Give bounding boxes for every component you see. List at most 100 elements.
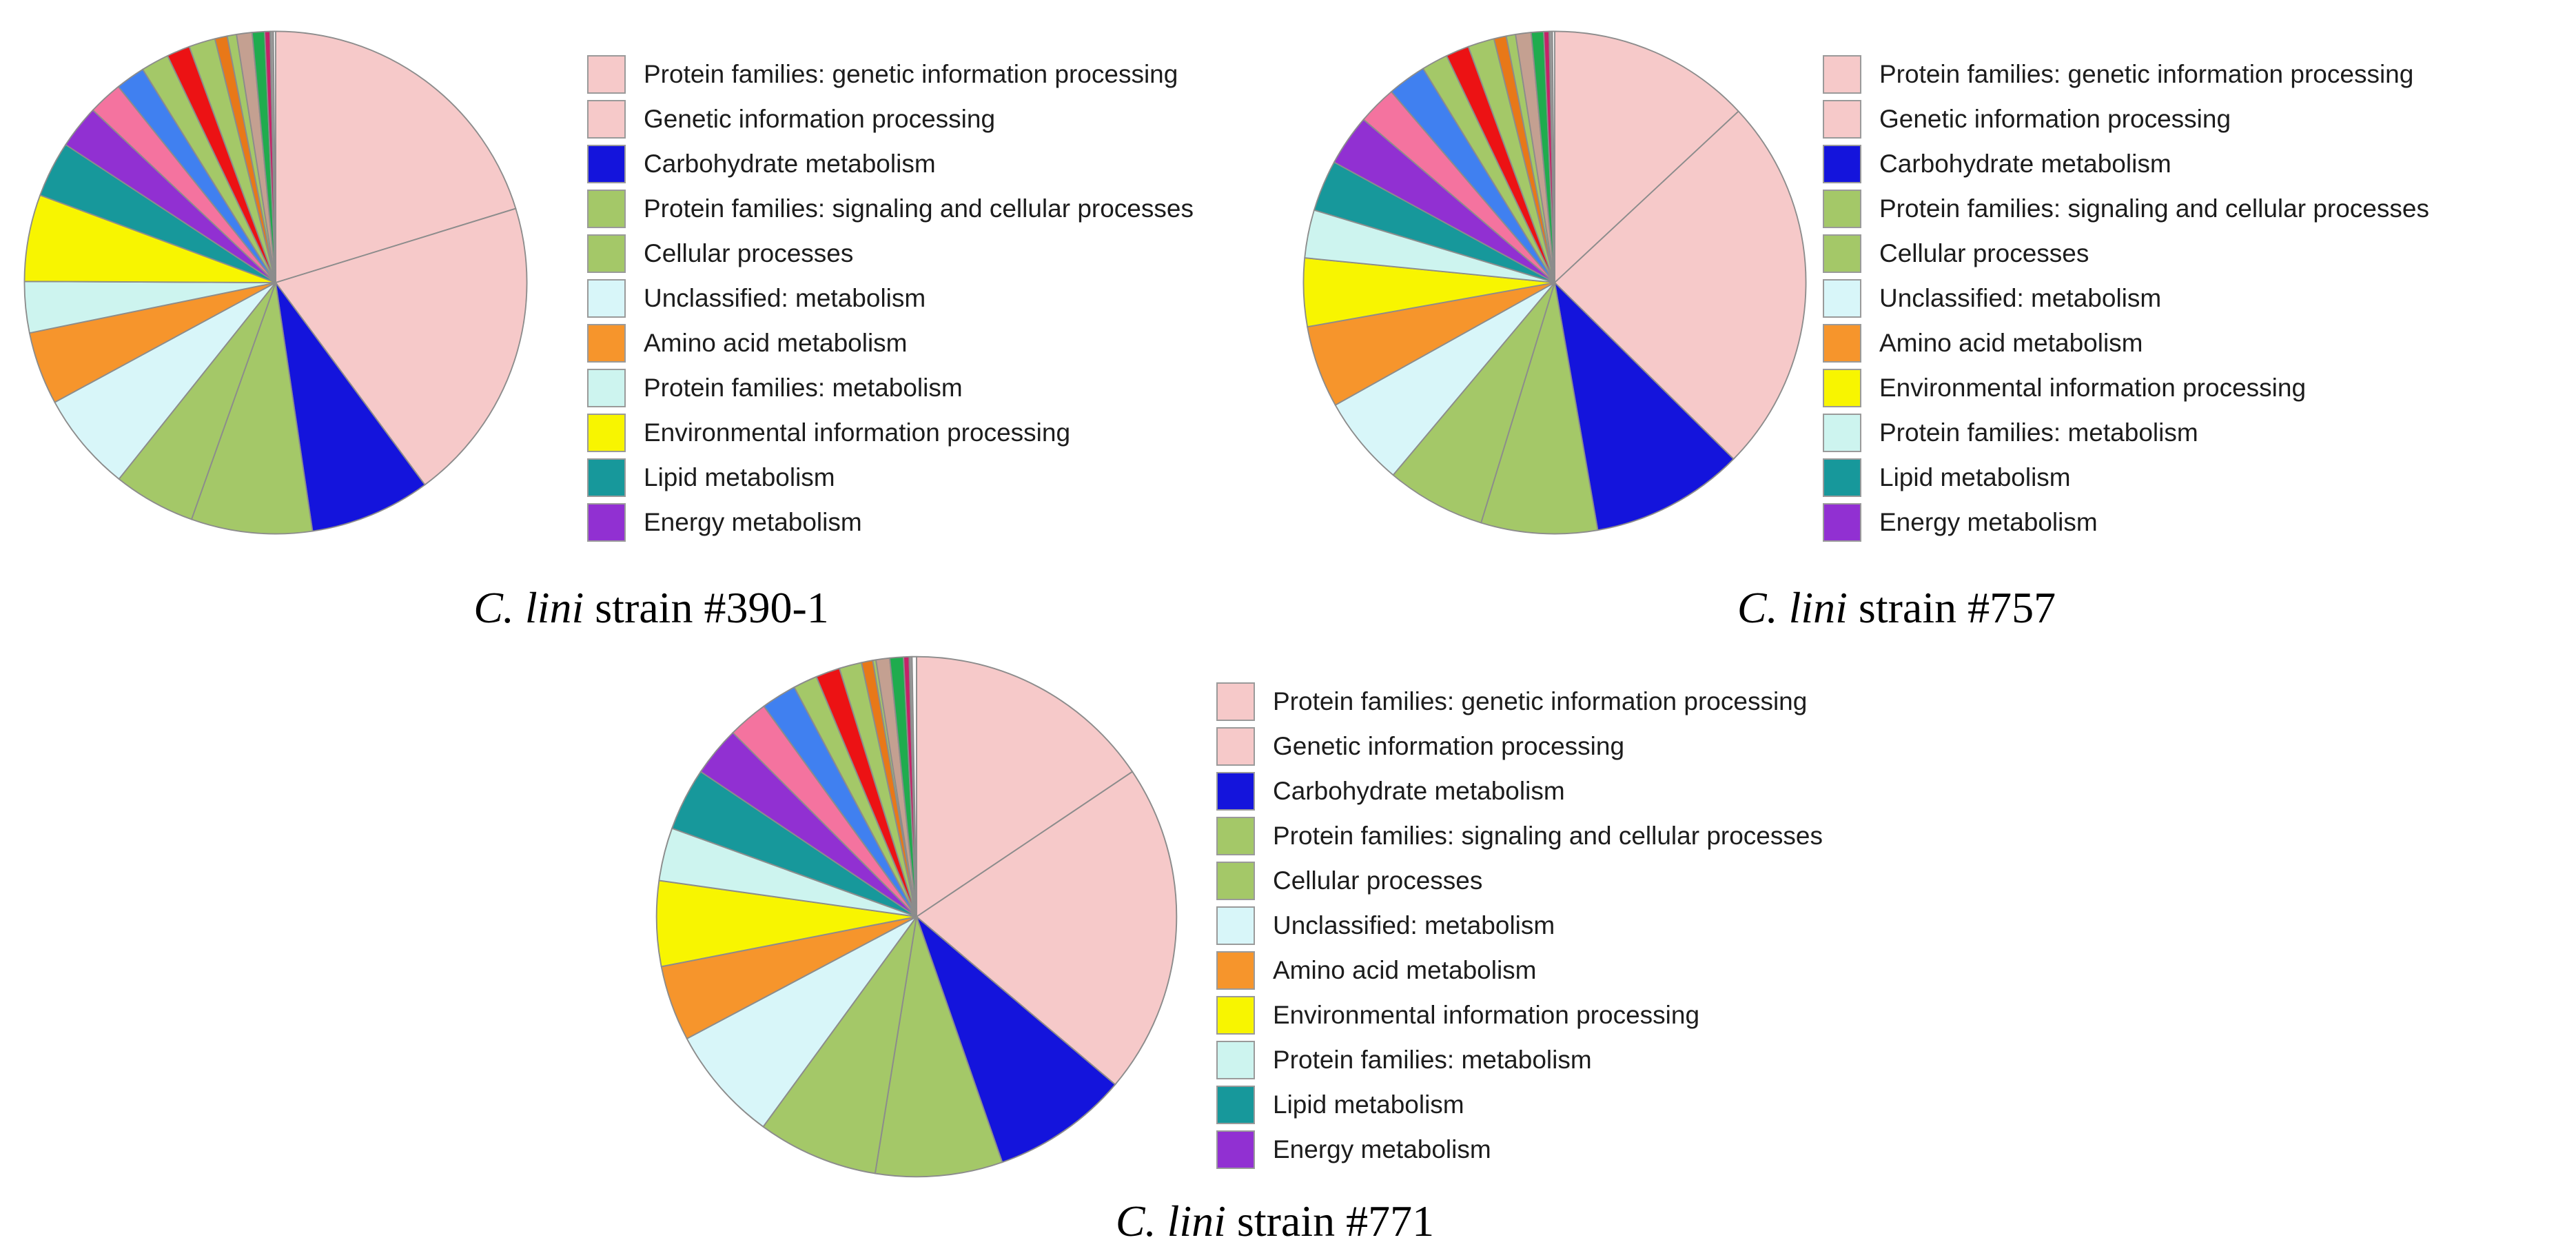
legend-label: Energy metabolism — [1273, 1135, 1491, 1163]
pie-chart-1 — [23, 30, 528, 535]
legend-swatch — [1216, 726, 1255, 766]
caption-3-species: C. lini — [1115, 1197, 1226, 1245]
legend-swatch — [587, 234, 626, 273]
legend-label: Protein families: signaling and cellular… — [1273, 822, 1823, 850]
caption-2-species: C. lini — [1737, 583, 1848, 632]
legend-label: Protein families: metabolism — [1273, 1046, 1592, 1074]
legend-item: Carbohydrate metabolism — [587, 141, 1194, 186]
legend-swatch — [1823, 458, 1861, 497]
legend-item: Cellular processes — [587, 231, 1194, 276]
caption-2-strain: strain #757 — [1847, 583, 2056, 632]
legend-label: Carbohydrate metabolism — [1273, 777, 1565, 805]
pie-chart-2 — [1302, 30, 1807, 535]
pie-slice — [1480, 282, 1599, 535]
legend-swatch — [587, 502, 626, 542]
pie-slice — [911, 655, 917, 917]
legend-item: Cellular processes — [1823, 231, 2429, 276]
pie-chart-3 — [655, 655, 1178, 1178]
legend-swatch — [1823, 278, 1861, 318]
legend-label: Amino acid metabolism — [1879, 329, 2143, 357]
legend-label: Carbohydrate metabolism — [644, 150, 936, 178]
pie-slice — [23, 194, 276, 283]
legend-item: Protein families: signaling and cellular… — [1216, 813, 1823, 858]
legend-item: Protein families: metabolism — [587, 365, 1194, 410]
legend-swatch — [1823, 54, 1861, 94]
legend-label: Amino acid metabolism — [1273, 956, 1537, 984]
legend-swatch — [1823, 234, 1861, 273]
legend-item: Unclassified: metabolism — [587, 276, 1194, 321]
legend-swatch — [1216, 906, 1255, 945]
legend-item: Protein families: signaling and cellular… — [1823, 186, 2429, 231]
legend-label: Protein families: genetic information pr… — [1879, 60, 2414, 88]
legend-swatch — [587, 144, 626, 183]
legend-item: Lipid metabolism — [1216, 1082, 1823, 1127]
legend-swatch — [1823, 502, 1861, 542]
legend-label: Environmental information processing — [1879, 374, 2307, 402]
legend-swatch — [587, 99, 626, 139]
legend-item: Amino acid metabolism — [1216, 948, 1823, 993]
legend-swatch — [1216, 1040, 1255, 1079]
legend-1: Protein families: genetic information pr… — [587, 52, 1194, 545]
pie-slice — [275, 30, 517, 283]
legend-item: Amino acid metabolism — [1823, 321, 2429, 365]
pie-slice — [1551, 30, 1555, 283]
pie-slice — [1554, 282, 1735, 531]
caption-2: C. lini strain #757 — [1580, 582, 2214, 633]
pie-slice — [1392, 282, 1555, 524]
legend-item: Unclassified: metabolism — [1216, 903, 1823, 948]
legend-swatch — [1823, 189, 1861, 228]
pie-slice — [272, 30, 276, 283]
legend-item: Genetic information processing — [1823, 96, 2429, 141]
legend-label: Genetic information processing — [1273, 732, 1625, 760]
pie-slice — [1554, 110, 1807, 460]
legend-item: Genetic information processing — [587, 96, 1194, 141]
legend-swatch — [587, 323, 626, 363]
legend-item: Protein families: genetic information pr… — [587, 52, 1194, 96]
legend-label: Protein families: metabolism — [644, 374, 963, 402]
legend-label: Lipid metabolism — [1879, 463, 2071, 491]
legend-item: Environmental information processing — [1216, 993, 1823, 1037]
legend-item: Protein families: metabolism — [1216, 1037, 1823, 1082]
legend-label: Environmental information processing — [1273, 1001, 1700, 1029]
legend-item: Protein families: metabolism — [1823, 410, 2429, 455]
legend-item: Amino acid metabolism — [587, 321, 1194, 365]
legend-label: Lipid metabolism — [644, 463, 835, 491]
legend-label: Carbohydrate metabolism — [1879, 150, 2171, 178]
legend-item: Environmental information processing — [1823, 365, 2429, 410]
legend-swatch — [1216, 950, 1255, 990]
legend-item: Lipid metabolism — [587, 455, 1194, 500]
legend-swatch — [1823, 99, 1861, 139]
caption-3: C. lini strain #771 — [958, 1196, 1592, 1247]
legend-item: Genetic information processing — [1216, 724, 1823, 769]
legend-swatch — [1216, 995, 1255, 1035]
legend-swatch — [1216, 1130, 1255, 1169]
caption-1-strain: strain #390-1 — [584, 583, 829, 632]
legend-label: Energy metabolism — [1879, 508, 2098, 536]
legend-label: Energy metabolism — [644, 508, 862, 536]
legend-item: Environmental information processing — [587, 410, 1194, 455]
legend-item: Energy metabolism — [1216, 1127, 1823, 1172]
legend-item: Cellular processes — [1216, 858, 1823, 903]
legend-swatch — [1823, 413, 1861, 452]
legend-3: Protein families: genetic information pr… — [1216, 679, 1823, 1172]
legend-label: Genetic information processing — [644, 105, 996, 133]
caption-1-species: C. lini — [473, 583, 584, 632]
pie-slice — [54, 282, 276, 480]
pie-slice — [916, 655, 1134, 917]
pie-slice — [686, 916, 917, 1128]
pie-slice — [762, 916, 917, 1174]
legend-item: Lipid metabolism — [1823, 455, 2429, 500]
legend-label: Protein families: metabolism — [1879, 418, 2198, 447]
legend-label: Protein families: signaling and cellular… — [644, 194, 1194, 223]
legend-swatch — [1216, 771, 1255, 811]
pie-slice — [275, 207, 528, 486]
legend-item: Unclassified: metabolism — [1823, 276, 2429, 321]
legend-label: Unclassified: metabolism — [1273, 911, 1555, 939]
legend-label: Cellular processes — [1879, 239, 2089, 267]
legend-label: Protein families: genetic information pr… — [644, 60, 1178, 88]
legend-item: Carbohydrate metabolism — [1216, 769, 1823, 813]
legend-swatch — [587, 458, 626, 497]
caption-3-strain: strain #771 — [1225, 1197, 1435, 1245]
legend-label: Cellular processes — [1273, 866, 1483, 895]
legend-label: Unclassified: metabolism — [1879, 284, 2162, 312]
